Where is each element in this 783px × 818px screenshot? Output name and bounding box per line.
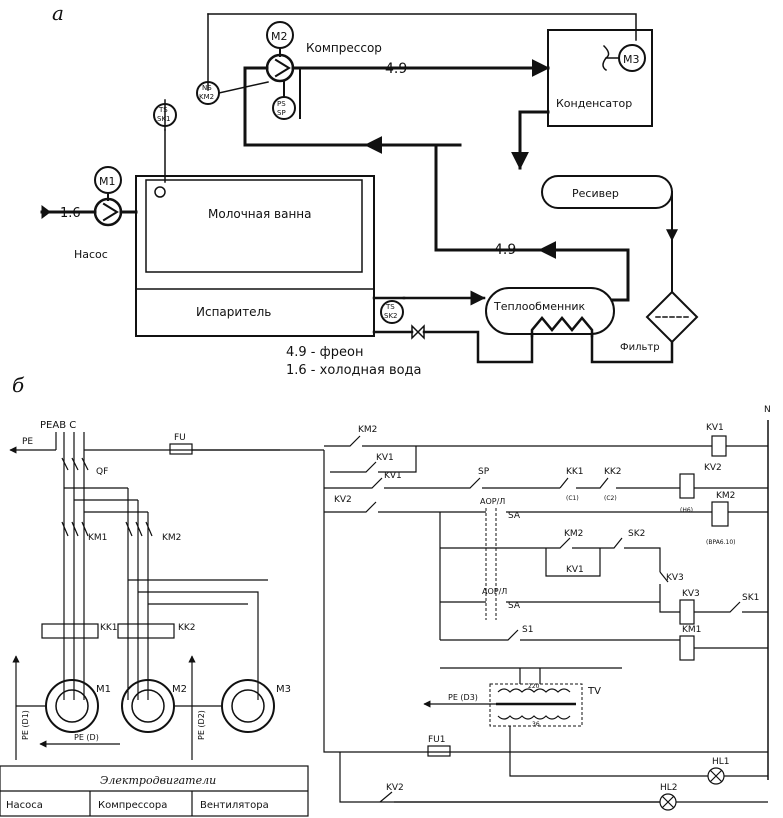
h6-label: (H6) — [680, 507, 693, 514]
bath-label: Молочная ванна — [208, 207, 312, 221]
ts2-bottom: SK2 — [384, 312, 398, 320]
ts-sk2-sensor — [380, 300, 404, 324]
ts-sk1-sensor — [153, 103, 177, 127]
ts2-top: TS — [385, 303, 395, 311]
pe-d3-label: PE (D3) — [448, 693, 478, 702]
compressor-label: Компрессор — [306, 41, 382, 55]
evaporator-label: Испаритель — [196, 305, 271, 319]
sa1-label: SA — [508, 511, 521, 521]
panel-a-letter: а — [52, 1, 64, 25]
motor-m1 — [45, 679, 99, 733]
table-col-pump: Насоса — [6, 800, 43, 811]
ps-top: PS — [277, 100, 286, 108]
kv1-contact-c-label: KV1 — [566, 565, 584, 575]
pe-d2-label: PE (D2) — [197, 710, 206, 740]
flow-49-mid: 4.9 — [494, 242, 516, 258]
pump-label: Насос — [74, 248, 108, 261]
fu-label: FU — [174, 433, 186, 443]
kk1-control-label: KK1 — [566, 467, 584, 477]
ts1-top: TS — [158, 106, 168, 114]
qf-label: QF — [96, 467, 108, 477]
phases-label: PEAB C — [40, 420, 76, 431]
heat-exchanger — [485, 287, 615, 335]
pe-d1-label: PE (D1) — [21, 710, 30, 740]
kk2-control-label: KK2 — [604, 467, 622, 477]
aop1-label: АОР/Л — [480, 497, 505, 506]
hl1-label: HL1 — [712, 757, 730, 767]
table-title: Электродвигатели — [100, 774, 216, 787]
condenser-label: Конденсатор — [556, 97, 632, 110]
km2-contact-b-label: KM2 — [564, 529, 583, 539]
km2-power-label: KM2 — [162, 533, 181, 543]
kk2-power-label: KK2 — [178, 623, 196, 633]
kk1-power-label: KK1 — [100, 623, 118, 633]
tv-label: TV — [587, 686, 601, 697]
bpa-label: (BPA6.10) — [706, 539, 736, 546]
kv3-contact-label: KV3 — [666, 573, 684, 583]
sk2-label: SK2 — [628, 529, 645, 539]
sp-label: SP — [478, 467, 490, 477]
kv1-contact-a-label: KV1 — [376, 453, 394, 463]
legend-freon: 4.9 - фреон — [286, 345, 363, 360]
fu1-label: FU1 — [428, 735, 446, 745]
milk-bath — [135, 175, 375, 337]
legend-water: 1.6 - холодная вода — [286, 363, 422, 378]
flow-16: 1.6 — [60, 206, 81, 221]
pe-label: PE — [22, 437, 33, 447]
tv-bot-label: 36 — [532, 721, 540, 728]
flow-49-top: 4.9 — [385, 61, 407, 77]
n-label: N — [764, 405, 771, 415]
km1-label: KM1 — [88, 533, 107, 543]
sa2-label: SA — [508, 601, 521, 611]
ns-bottom: KM2 — [199, 93, 214, 101]
panel-a: а M2 Компрессор PS SP NS KM2 TS SK1 4.9 … — [40, 1, 699, 378]
tv-top-label: 220 — [528, 683, 540, 690]
kv2-contact-label: KV2 — [334, 495, 352, 505]
aop2-label: АОР/Л — [482, 587, 507, 596]
m2-power-label: M2 — [172, 684, 187, 695]
c1-label: (C1) — [566, 495, 579, 502]
m1-label: M1 — [99, 175, 116, 188]
km1-coil-label: KM1 — [682, 625, 701, 635]
kv1-contact-b-label: KV1 — [384, 471, 402, 481]
condenser — [547, 29, 653, 127]
km2-coil-label: KM2 — [716, 491, 735, 501]
m2-label: M2 — [271, 30, 288, 43]
kv3-coil-label: KV3 — [682, 589, 700, 599]
ps-bottom: SP — [277, 109, 286, 117]
m1-power-label: M1 — [96, 684, 111, 695]
ns-top: NS — [202, 84, 212, 92]
c2-label: (C2) — [604, 495, 617, 502]
kv2-contact-b-label: KV2 — [386, 783, 404, 793]
motor-m3 — [221, 679, 275, 733]
ts1-bottom: SK1 — [157, 115, 171, 123]
km2-contact-label: KM2 — [358, 425, 377, 435]
filter-label: Фильтр — [620, 342, 660, 353]
panel-b-letter: б — [12, 373, 25, 397]
kv2-coil-label: KV2 — [704, 463, 722, 473]
table-col-compressor: Компрессора — [98, 800, 167, 811]
panel-b: б PEAB C PE QF KM1 KM2 KK1 KK2 M1 M2 M3 … — [0, 373, 771, 817]
kv1-coil-label: KV1 — [706, 423, 724, 433]
table-col-fan: Вентилятора — [200, 800, 269, 811]
m3-label: M3 — [623, 53, 640, 66]
sk1-label: SK1 — [742, 593, 759, 603]
hl2-label: HL2 — [660, 783, 678, 793]
m3-power-label: M3 — [276, 684, 291, 695]
receiver-label: Ресивер — [572, 187, 619, 200]
pe-d-label: PE (D) — [74, 733, 99, 742]
heat-exchanger-label: Теплообменник — [493, 300, 586, 313]
s1-label: S1 — [522, 625, 533, 635]
